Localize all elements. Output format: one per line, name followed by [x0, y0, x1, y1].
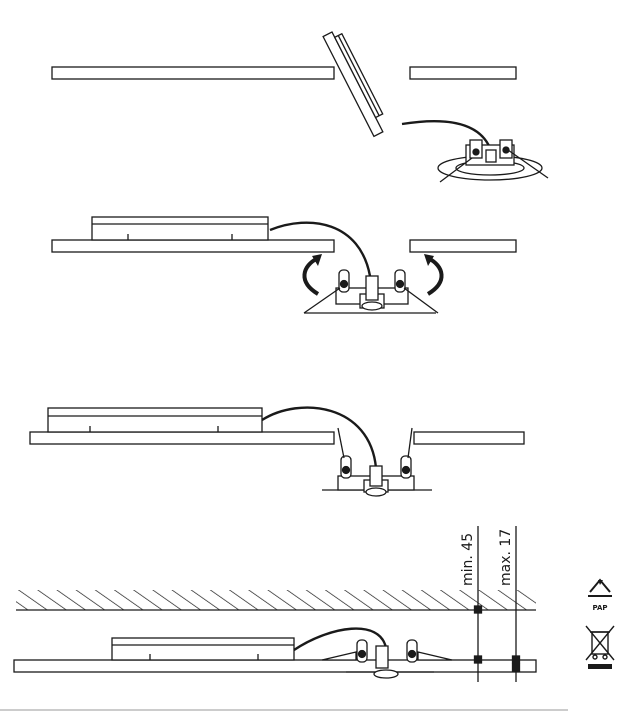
downlight-unit [303, 269, 439, 314]
tilted-panel [322, 31, 384, 138]
led-driver [111, 637, 295, 661]
ceiling-hatch [16, 590, 536, 610]
cable [401, 120, 492, 149]
rotate-arrow-left-icon [302, 256, 320, 296]
crossed-out-bin-icon [585, 625, 615, 661]
cable [269, 221, 372, 277]
led-driver [47, 407, 263, 433]
min-dimension-label: min. 45 [460, 533, 476, 586]
cable [261, 406, 378, 469]
recycling-label: PAP [592, 604, 607, 612]
ceiling-board-right [409, 239, 517, 253]
ceiling-board-left [51, 66, 335, 80]
dimension-max-17 [511, 526, 521, 682]
step-2-connect-driver [51, 216, 517, 314]
dimension-min-45 [473, 526, 483, 682]
rotate-arrow-right-icon [426, 256, 444, 296]
max-dimension-label: max. 17 [498, 529, 514, 586]
mounting-ring [437, 139, 549, 183]
rotate-arrow-left-head [312, 254, 322, 266]
ceiling-board [13, 659, 537, 673]
recycling-triangle-icon [588, 578, 612, 597]
rotate-arrow-right-head [424, 254, 434, 266]
step-3-insert [29, 406, 525, 497]
ceiling-board-right [409, 66, 517, 80]
bin-underline [588, 664, 612, 669]
downlight-unit [321, 639, 453, 679]
ceiling-board-left [29, 431, 335, 445]
downlight-unit [322, 427, 432, 497]
step-1-tilt-panel [51, 31, 549, 183]
led-driver [91, 216, 269, 241]
ceiling-board-left [51, 239, 335, 253]
ceiling-board-right [413, 431, 525, 445]
step-4-mounted [13, 526, 537, 682]
cable [293, 627, 388, 651]
